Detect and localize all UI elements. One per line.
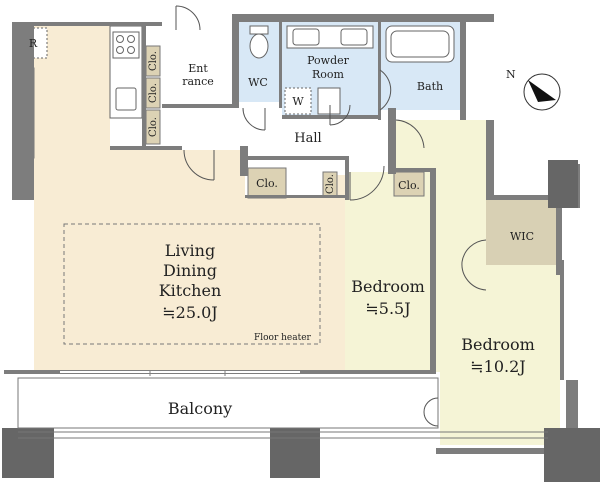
compass-icon: N (506, 68, 561, 111)
powder-label-1: Powder (307, 54, 350, 67)
closet-hall (247, 167, 287, 199)
columns (2, 160, 600, 482)
bath-label: Bath (417, 80, 443, 93)
closet-bedroom-label: Clo. (398, 179, 420, 192)
wc-label: WC (248, 76, 268, 89)
balcony-label: Balcony (168, 399, 232, 418)
wic-area (486, 200, 560, 265)
living-size: ≒25.0J (162, 303, 217, 322)
bedroom-large-label: Bedroom (461, 335, 535, 354)
powder-label-2: Room (312, 68, 345, 81)
living-label-1: Living (165, 241, 215, 260)
living-label-3: Kitchen (159, 281, 222, 300)
balcony-area (14, 378, 438, 448)
bedroom-small-size: ≒5.5J (365, 299, 410, 318)
stove (112, 31, 140, 59)
washer (284, 87, 312, 115)
toilet-icon (249, 33, 269, 59)
wic-label: WIC (510, 230, 534, 243)
bedroom-large-area (396, 120, 560, 445)
hall-label: Hall (294, 131, 321, 146)
closet-bedroom (393, 171, 425, 197)
doors (175, 5, 487, 427)
kitchen-sink (115, 87, 137, 111)
floor-heater-zone (63, 223, 321, 345)
bedroom-small-label: Bedroom (351, 277, 425, 296)
washer-label: W (292, 95, 304, 108)
vanity-counter (286, 25, 374, 49)
bedroom-large-size: ≒10.2J (470, 357, 525, 376)
balcony-railing (17, 377, 439, 429)
entrance-area (162, 46, 232, 108)
closet-kitchen-top-label: Clo. (148, 51, 159, 71)
bathtub (385, 25, 455, 63)
closet-hall-label: Clo. (256, 177, 278, 190)
kitchen-counter (109, 25, 143, 119)
bedroom-small-area (345, 172, 433, 372)
refrigerator-label: R (29, 37, 38, 50)
closet-kitchen-mid-label: Clo. (148, 83, 159, 103)
compass-label: N (506, 68, 516, 81)
entrance-label-1: Ent (188, 62, 208, 75)
closet-kitchen-low-label: Clo. (148, 117, 159, 137)
floor-heater-label: Floor heater (254, 333, 312, 343)
entrance-label-2: rance (182, 75, 214, 88)
closet-hall-narrow-label: Clo. (325, 174, 336, 194)
living-label-2: Dining (163, 261, 217, 280)
